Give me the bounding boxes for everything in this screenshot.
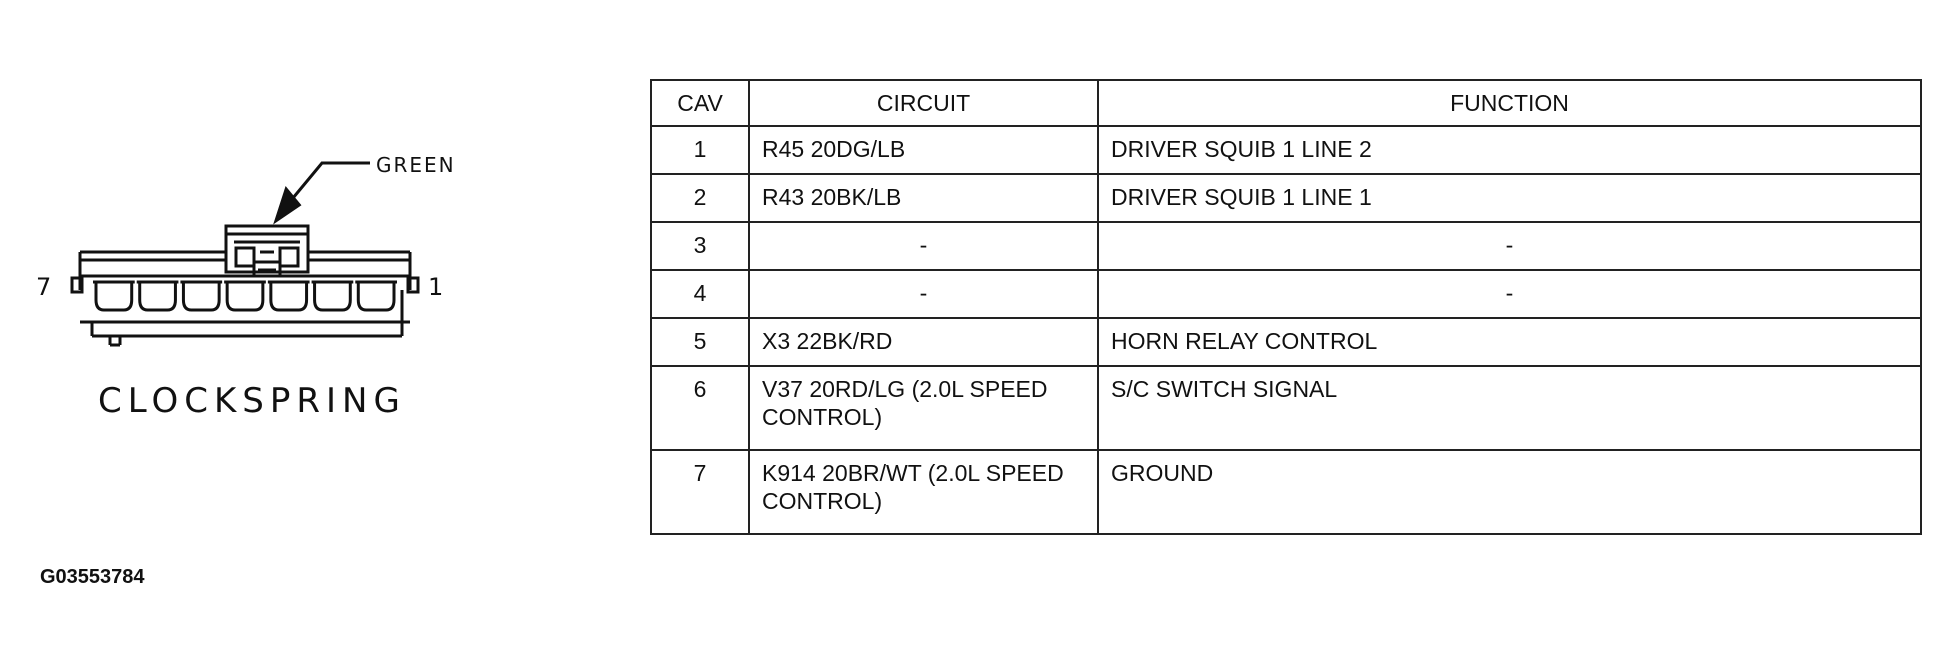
cell-function: DRIVER SQUIB 1 LINE 1 [1097, 173, 1922, 223]
cell-function: GROUND [1097, 449, 1922, 535]
callout-leader-line [291, 161, 370, 199]
table-row: 4-- [650, 269, 1922, 319]
cavity-1 [355, 280, 397, 312]
cell-function: - [1097, 269, 1922, 319]
cavity-2 [311, 280, 354, 312]
cavity-3 [267, 280, 310, 312]
cell-circuit: - [748, 269, 1099, 319]
connector-latch [224, 224, 310, 278]
pin-1-label: 1 [428, 273, 443, 301]
cell-function: - [1097, 221, 1922, 271]
connector-cavities [93, 280, 397, 312]
table-header-row: CAV CIRCUIT FUNCTION [650, 79, 1922, 127]
callout-arrowhead [273, 185, 302, 225]
component-label: CLOCKSPRING [98, 381, 406, 421]
cell-circuit: V37 20RD/LG (2.0L SPEED CONTROL) [748, 365, 1099, 451]
cell-cav: 6 [650, 365, 750, 451]
cell-cav: 7 [650, 449, 750, 535]
cell-function: HORN RELAY CONTROL [1097, 317, 1922, 367]
header-circuit: CIRCUIT [748, 79, 1099, 127]
cavity-4 [224, 280, 266, 312]
cell-cav: 3 [650, 221, 750, 271]
cell-cav: 2 [650, 173, 750, 223]
cell-cav: 5 [650, 317, 750, 367]
cell-circuit: K914 20BR/WT (2.0L SPEED CONTROL) [748, 449, 1099, 535]
clockspring-connector-diagram: GREEN 7 1 [36, 153, 456, 421]
cavity-7 [93, 280, 135, 312]
cell-cav: 1 [650, 125, 750, 175]
cavity-6 [136, 280, 179, 312]
cell-function: DRIVER SQUIB 1 LINE 2 [1097, 125, 1922, 175]
table-row: 3-- [650, 221, 1922, 271]
cell-circuit: - [748, 221, 1099, 271]
cell-circuit: R45 20DG/LB [748, 125, 1099, 175]
cell-circuit: R43 20BK/LB [748, 173, 1099, 223]
cavity-5 [180, 280, 223, 312]
cell-circuit: X3 22BK/RD [748, 317, 1099, 367]
pin-7-label: 7 [36, 273, 51, 301]
cell-function: S/C SWITCH SIGNAL [1097, 365, 1922, 451]
connector-color-label: GREEN [376, 153, 456, 177]
cell-cav: 4 [650, 269, 750, 319]
figure-id: G03553784 [40, 566, 145, 588]
connector-body [70, 250, 420, 347]
header-cav: CAV [650, 79, 750, 127]
header-function: FUNCTION [1097, 79, 1922, 127]
